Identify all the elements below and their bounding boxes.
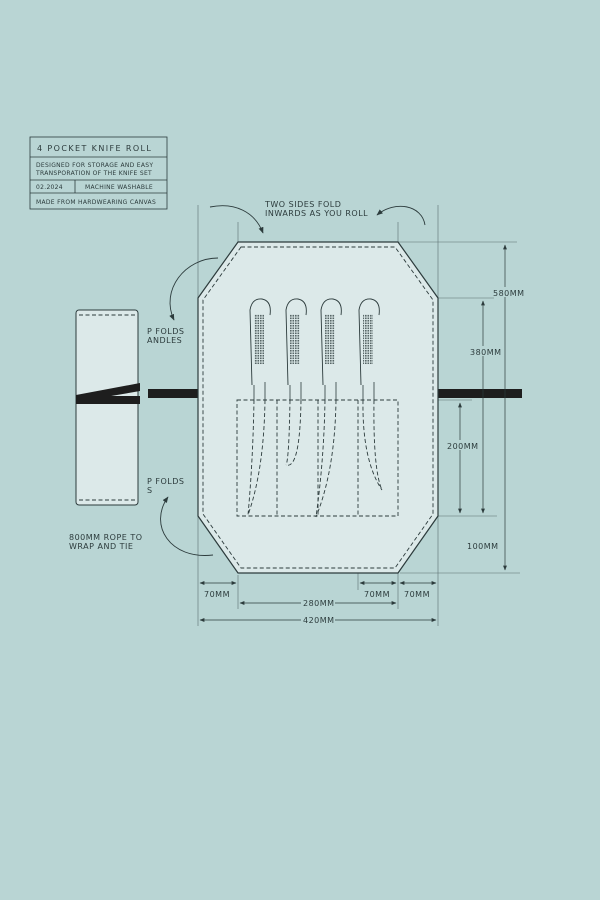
- label-280: 280MM: [303, 599, 335, 608]
- fold-note-1: TWO SIDES FOLD: [264, 200, 341, 209]
- label-380: 380MM: [470, 348, 502, 357]
- fold-arrow-right-icon: [376, 205, 426, 226]
- info-box: 4 POCKET KNIFE ROLL DESIGNED FOR STORAGE…: [29, 136, 168, 210]
- fold-arrow-left-icon: [209, 205, 264, 234]
- label-100: 100MM: [467, 542, 499, 551]
- fold-note-2: INWARDS AS YOU ROLL: [265, 209, 368, 218]
- bottom-flap-note-1: P FOLDS: [147, 477, 184, 486]
- info-date: 02.2024: [36, 184, 63, 191]
- knife: [315, 298, 342, 518]
- top-flap-note-1: P FOLDS: [147, 327, 184, 336]
- pockets: [236, 399, 399, 517]
- dimension-labels: 580MM 380MM 200MM 100MM 70MM 280MM 70MM …: [204, 287, 525, 625]
- bottom-flap-note-2: S: [147, 486, 153, 495]
- knife: [285, 298, 307, 466]
- rope-right: [438, 389, 522, 398]
- flap-arrow-bottom-icon: [160, 496, 214, 556]
- rolled-view: [75, 309, 140, 506]
- flap-arrow-top-icon: [169, 257, 219, 321]
- label-70-right: 70MM: [404, 590, 430, 599]
- label-420: 420MM: [303, 616, 335, 625]
- knife: [247, 298, 271, 516]
- top-flap-note-2: ANDLES: [147, 336, 182, 345]
- rope-note-1: 800MM ROPE TO: [69, 533, 143, 542]
- info-description-2: TRANSPORATION OF THE KNIFE SET: [35, 170, 152, 177]
- fold-arrows: [160, 205, 426, 556]
- info-title: 4 POCKET KNIFE ROLL: [37, 144, 152, 153]
- info-description-1: DESIGNED FOR STORAGE AND EASY: [36, 162, 153, 169]
- label-200: 200MM: [447, 442, 479, 451]
- info-care: MACHINE WASHABLE: [85, 184, 153, 191]
- knife: [358, 298, 383, 491]
- rope-left: [148, 389, 198, 398]
- label-580: 580MM: [493, 289, 525, 298]
- label-70-inner: 70MM: [364, 590, 390, 599]
- info-material: MADE FROM HARDWEARING CANVAS: [36, 199, 156, 206]
- knives: [247, 298, 383, 518]
- rope-note-2: WRAP AND TIE: [69, 542, 133, 551]
- label-70-left: 70MM: [204, 590, 230, 599]
